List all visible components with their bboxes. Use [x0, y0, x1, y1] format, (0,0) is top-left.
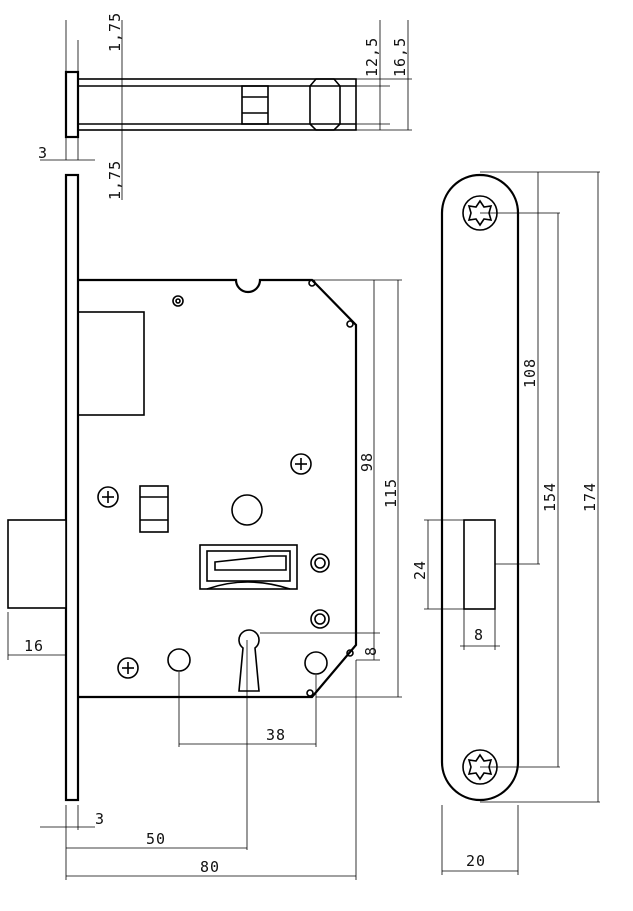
dim-case-height-inner: 98: [358, 452, 376, 472]
dim-side-faceplate: 3: [95, 810, 105, 828]
dim-case-depth: 80: [200, 858, 220, 876]
case-pocket: [77, 311, 145, 416]
front-faceplate: [440, 173, 520, 802]
dim-chamfer: 8: [362, 646, 380, 656]
dim-faceplate-length: 174: [581, 482, 599, 512]
round-pin: [310, 609, 330, 629]
dim-top-faceplate: 3: [38, 144, 48, 162]
round-pin: [310, 553, 330, 573]
side-view: 16 3 38 50 80 98 115 8: [7, 173, 402, 880]
front-view: 24 8 108 154 174 20: [411, 171, 600, 875]
dim-center-to-center: 38: [266, 726, 286, 744]
dim-latch-opening-height: 24: [411, 560, 429, 580]
spindle-hole: [231, 494, 263, 526]
side-faceplate: [64, 173, 80, 802]
mount-hole: [167, 648, 191, 672]
dim-faceplate-width: 20: [466, 852, 486, 870]
dim-case-height: 115: [382, 478, 400, 508]
keyhole: [238, 629, 260, 692]
top-faceplate: [64, 70, 80, 139]
dim-screw-spacing: 154: [541, 482, 559, 512]
latch-slider: [139, 485, 169, 533]
screw-icon: [290, 453, 312, 475]
dim-flange-right: 1,75: [106, 160, 124, 200]
dim-latch-opening-width: 8: [474, 626, 484, 644]
screw-icon: [97, 486, 119, 508]
dim-bolt-total: 16,5: [391, 37, 409, 77]
latch-opening: [463, 519, 496, 610]
lock-case: [78, 278, 358, 699]
dim-latch-projection: 16: [24, 637, 44, 655]
mount-hole: [304, 651, 328, 675]
top-view: 1,75 1,75 3 12,5 16,5: [38, 12, 412, 200]
top-bolt-head: [309, 78, 341, 131]
screw-icon: [117, 657, 139, 679]
dim-screw-to-center: 108: [521, 358, 539, 388]
deadbolt-mechanism: [199, 544, 298, 590]
dim-flange-left: 1,75: [106, 12, 124, 52]
rivet: [172, 295, 184, 307]
dim-backset: 50: [146, 830, 166, 848]
top-bolt-block: [241, 85, 269, 125]
latch-bolt: [7, 519, 67, 609]
dim-bolt-height: 12,5: [363, 37, 381, 77]
